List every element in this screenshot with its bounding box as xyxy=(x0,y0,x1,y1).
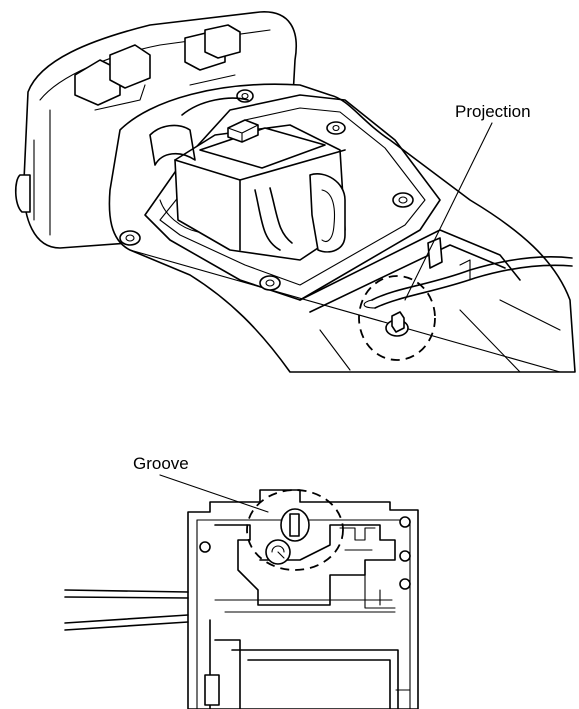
projection-callout-circle xyxy=(358,275,436,361)
groove-rect xyxy=(289,513,300,537)
projection-leader-line xyxy=(404,122,493,301)
motor xyxy=(149,97,346,261)
screw-hole xyxy=(399,550,411,562)
handle-section xyxy=(299,229,561,373)
handle-top-view xyxy=(64,489,419,709)
side-wires xyxy=(64,589,189,631)
groove-leader-line xyxy=(159,474,269,513)
groove-callout-circle xyxy=(246,489,344,571)
screw-hole xyxy=(399,516,411,528)
screw-hole xyxy=(199,541,211,553)
projection-label: Projection xyxy=(455,102,531,121)
screw-hole xyxy=(399,578,411,590)
lead-wires xyxy=(363,256,573,309)
groove-label: Groove xyxy=(133,454,189,473)
housing-figure xyxy=(14,11,576,373)
